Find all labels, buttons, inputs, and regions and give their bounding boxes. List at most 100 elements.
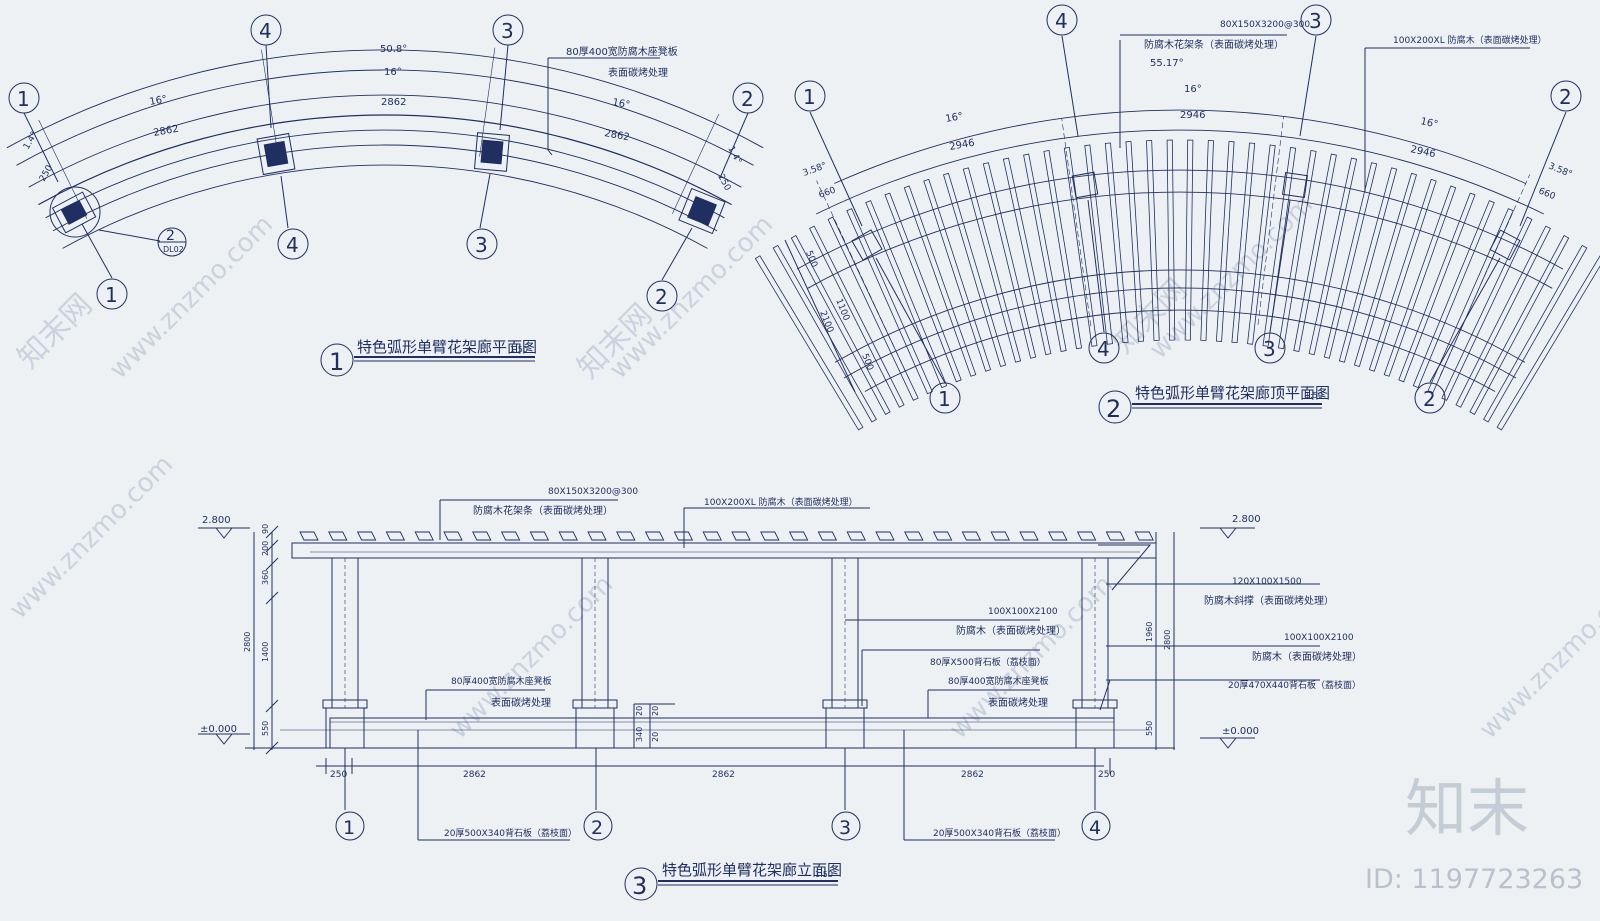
elev-seat-board-right: 80厚400宽防腐木座凳板 [948,675,1049,687]
elev-brace-note: 防腐木斜撑（表面碳烤处理） [1204,594,1334,607]
elev-brace-spec: 120X100X1500 [1232,577,1302,587]
plan-angle-seg-right: 16° [611,97,630,111]
elev-title-scale: 1:50 [815,870,833,879]
roof-angle-end-right: 3.58° [1547,162,1574,180]
elev-dim-left-total: 2800 [243,632,252,652]
plan-detail-ref: 2 [166,228,175,244]
plan-arc-5 [45,129,725,219]
elevation-slat [385,531,406,541]
roof-slat [982,162,1037,359]
roof-arc-7 [864,309,1496,392]
plan-angle-end-right: 1.4° [725,145,743,166]
elev-bottom-dim-5: 250 [1098,770,1115,780]
elev-bottom-dim-1: 250 [330,770,347,780]
roof-title-number: 2 [1106,395,1121,423]
elev-axis-label-2: 2 [591,817,603,839]
elevation-slats [299,531,1154,541]
elevation-slat [529,531,550,541]
elev-bottom-dim-4: 2862 [961,770,984,780]
roof-slat [1043,150,1083,350]
elev-level-zero-left: ±0.000 [200,724,237,735]
elev-slat-note: 防腐木花架条（表面碳烤处理） [473,504,613,517]
roof-slat-note: 防腐木花架条（表面碳烤处理） [1144,38,1284,51]
elev-dim-right-2: 2800 [1163,630,1172,650]
elevation-slat [990,531,1010,541]
elev-axis-label-4: 4 [1089,817,1101,839]
elev-cap-stone: 20厚470X440背石板（荔枝面） [1228,679,1361,691]
watermark-id: ID: 1197723263 [1365,864,1583,895]
elev-seat-board-left: 80厚400宽防腐木座凳板 [451,675,552,687]
roof-axis-line-1 [816,180,910,381]
roof-slat [1483,244,1588,423]
plan-column-3 [473,132,511,172]
elev-beam-note: 100X200XL 防腐木（表面碳烤处理） [704,496,858,508]
plan-arc-6 [52,144,718,232]
elev-back-stone: 80厚X500背石板（荔枝面） [930,656,1046,668]
roof-axis-line-3 [1257,116,1284,325]
plan-drawing [6,44,764,281]
roof-angle-seg-right: 16° [1419,116,1439,130]
watermark-brand-1: 知末网 [11,287,99,375]
elevation-slat [817,531,838,541]
plan-column-1 [49,186,101,238]
plan-angle-seg-mid: 16° [384,67,402,78]
roof-slat [1146,140,1160,341]
plan-axis-label-top-1: 1 [17,87,30,111]
roof-slat [1323,162,1378,359]
plan-angle-seg-left: 16° [149,94,168,108]
roof-slat [962,167,1022,363]
elevation-slat [702,531,722,541]
elevation-slat [673,531,694,541]
roof-slat [1063,147,1098,347]
plan-labels: 50.8° 16° 2862 16° 2862 16° 2862 1.4° 25… [22,44,743,193]
elev-small-dim-1: 340 [635,727,644,742]
elev-level-top-left: 2.800 [202,515,231,526]
roof-arc-len-right: 2946 [1409,144,1436,160]
elev-small-dim-2: 20 [635,706,644,716]
plan-axis-label-top-3: 3 [501,19,514,43]
plan-arc-1 [6,49,764,149]
roof-dim-radial-1: 500 [803,249,819,269]
roof-slat [1293,153,1337,352]
elevation-slat [328,531,348,541]
elevation-title-block: 3 特色弧形单臂花架廊立面图 1:50 [624,861,842,901]
elev-dim-left-1: 90 [261,524,270,534]
elevation-slat [932,531,953,541]
plan-arcs [6,49,764,249]
elev-axis-label-1: 1 [343,817,355,839]
roof-slat [923,178,992,372]
roof-slat [1427,208,1514,395]
plan-title: 特色弧形单臂花架廊平面图 [357,338,537,356]
elev-bottom-dim-3: 2862 [712,770,735,780]
elev-dim-left-2: 200 [261,541,270,556]
elevation-slat [472,531,492,541]
plan-bench-note: 80厚400宽防腐木座凳板 [566,45,678,58]
elev-post-spec: 100X100X2100 [988,607,1058,617]
roof-axis-line-2 [1061,118,1092,327]
roof-beam-note: 100X200XL 防腐木（表面碳烤处理） [1393,34,1547,46]
roof-axis-label-top-3: 3 [1309,9,1322,33]
plan-arc-len-right: 2862 [603,128,630,143]
watermark-site-5: www.znzmo.com [444,570,619,745]
plan-end-dim-right: 250 [715,173,732,193]
roof-slat [1215,141,1235,342]
plan-arc-7 [62,164,708,249]
plan-radial-4 [672,113,720,214]
elevation-slat [1076,531,1097,541]
elev-title-number: 3 [632,872,647,900]
roof-slat [790,234,891,415]
elevation-slat [443,531,463,541]
elev-post-note: 防腐木（表面碳烤处理） [956,624,1066,637]
roof-axis-label-bottom-2: 2 [1423,387,1436,411]
roof-slat [1277,150,1317,350]
elev-level-zero-right: ±0.000 [1222,726,1259,737]
roof-axis-line-4 [1440,174,1531,376]
roof-slat [809,225,905,408]
plan-column-2 [678,187,726,235]
roof-slat [1262,147,1297,347]
plan-axis-bubbles: 1 4 3 2 1 4 3 2 2 DL02 [8,14,764,312]
roof-slat [1496,255,1600,431]
roof-title: 特色弧形单臂花架廊顶平面图 [1135,384,1330,402]
plan-axis-label-bottom-1: 1 [105,283,118,307]
roof-slat [943,172,1007,367]
